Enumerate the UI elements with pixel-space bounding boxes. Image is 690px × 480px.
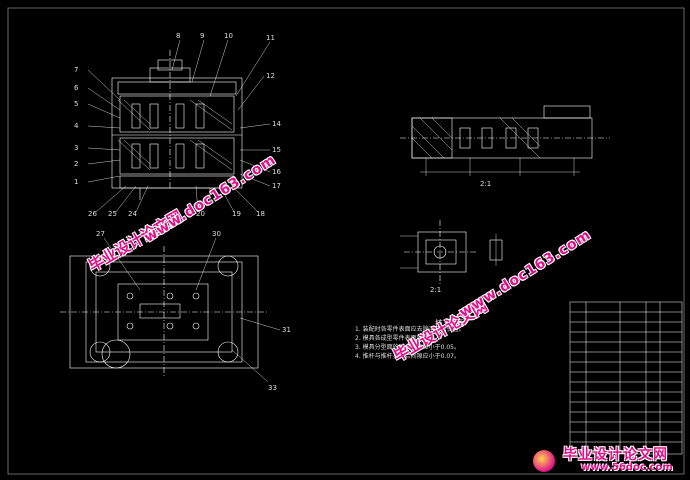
logo-badge-icon [533, 450, 555, 472]
tech-req-line: 1. 装配时各零件表面应去除毛刺和锐边。 [355, 326, 465, 333]
callout-15: 15 [272, 146, 281, 154]
callout-11: 11 [266, 34, 275, 42]
tech-requirements-title: 技 术 要 求 [435, 319, 465, 337]
callout-2: 2 [74, 160, 78, 168]
leader-lines [87, 39, 271, 213]
callout-25: 25 [108, 210, 117, 218]
callout-14: 14 [272, 120, 281, 128]
callout-33: 33 [268, 384, 277, 392]
drawing-border [7, 7, 685, 475]
tech-req-line: 4. 推杆与推杆孔配合间隙应小于0.07。 [355, 353, 460, 360]
callout-9: 9 [200, 32, 204, 40]
footer-url: www.56doc.com [581, 462, 673, 473]
detail-view-2 [400, 220, 503, 284]
scale-label-1: 2:1 [480, 180, 491, 188]
mold-plan-view [60, 237, 281, 383]
tech-req-line: 3. 模具分型面的贴合间隙应小于0.05。 [355, 344, 460, 351]
callout-26: 26 [88, 210, 97, 218]
title-block [569, 301, 683, 455]
tech-requirements: 技 术 要 求 1. 装配时各零件表面应去除毛刺和锐边。 2. 模具各成型零件表… [355, 319, 465, 361]
tech-req-line: 2. 模具各成型零件表面应光洁。 [355, 335, 441, 342]
callout-17: 17 [272, 182, 281, 190]
callout-19: 19 [232, 210, 241, 218]
callout-8: 8 [176, 32, 180, 40]
callout-24: 24 [128, 210, 137, 218]
callout-31: 31 [282, 326, 291, 334]
callout-27: 27 [96, 230, 105, 238]
mold-section-view [111, 50, 243, 200]
callout-12: 12 [266, 72, 275, 80]
footer-brand: 毕业设计论文网 [563, 447, 668, 463]
callout-30: 30 [212, 230, 221, 238]
callout-18: 18 [256, 210, 265, 218]
callout-20: 20 [196, 210, 205, 218]
callout-3: 3 [74, 144, 78, 152]
scale-label-2: 2:1 [430, 286, 441, 294]
callout-16: 16 [272, 168, 281, 176]
callout-4: 4 [74, 122, 79, 130]
callout-7: 7 [74, 66, 78, 74]
detail-view-1 [400, 105, 610, 176]
callout-6: 6 [74, 84, 79, 92]
callout-10: 10 [224, 32, 233, 40]
footer-logo: 毕业设计论文网 www.56doc.com [533, 444, 683, 474]
callout-5: 5 [74, 100, 78, 108]
callout-1: 1 [74, 178, 78, 186]
